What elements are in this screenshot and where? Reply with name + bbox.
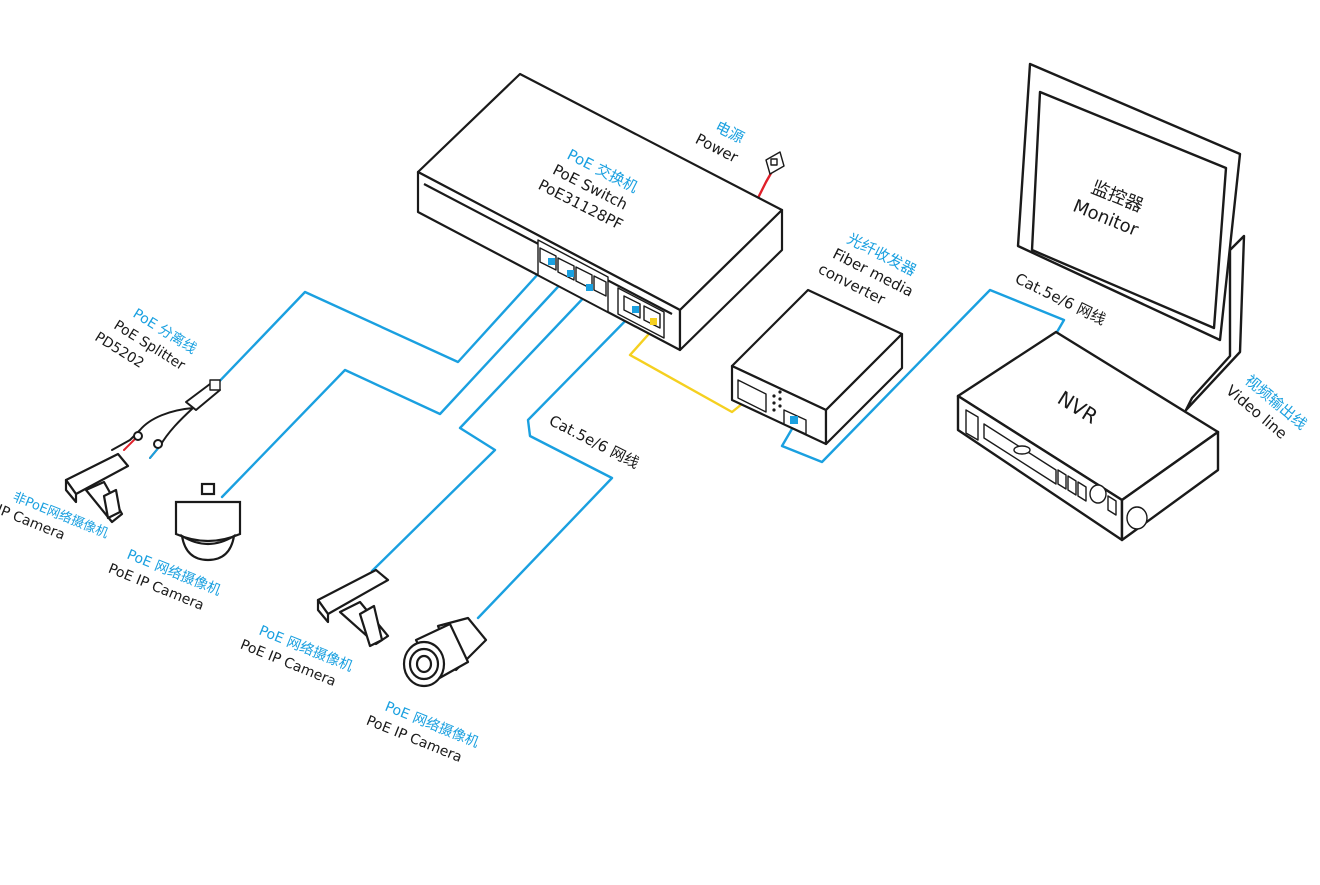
cable-bullet-camera-switch (476, 308, 638, 620)
poe-switch (416, 72, 785, 352)
ip-camera-box (64, 452, 130, 524)
cables (111, 166, 1066, 620)
camera-label-2: PoE 网络摄像机 PoE IP Camera (238, 623, 355, 690)
cable-splitter-switch (211, 260, 551, 390)
switch-ports (537, 239, 665, 339)
poe-splitter (133, 379, 221, 449)
cable-fiber-nvr (780, 288, 1066, 464)
power-socket-icon (765, 151, 785, 175)
camera-label-3: PoE 网络摄像机 PoE IP Camera (364, 699, 481, 766)
fiber-media-converter (730, 288, 904, 446)
cable-box-camera-switch (370, 289, 592, 573)
power-label: 电源 Power (692, 118, 747, 167)
cable-bottom-label-group: Cat.5e/6 网线 (546, 412, 642, 473)
splitter-cable-black (111, 407, 194, 451)
video-line-label: 视频输出线 Video line (1222, 371, 1310, 442)
poe-ptz-dome-camera (174, 482, 242, 562)
nvr (956, 330, 1220, 542)
splitter-cable-red (123, 437, 137, 451)
monitor (1016, 62, 1246, 412)
cable-dome-switch (220, 274, 570, 499)
switch-side (678, 208, 784, 352)
cable-bottom-label: Cat.5e/6 网线 (546, 412, 642, 473)
splitter-label: PoE 分离线 PoE Splitter PD5202 (92, 305, 200, 374)
poe-box-camera (316, 568, 390, 648)
poe-bullet-camera (402, 616, 488, 688)
